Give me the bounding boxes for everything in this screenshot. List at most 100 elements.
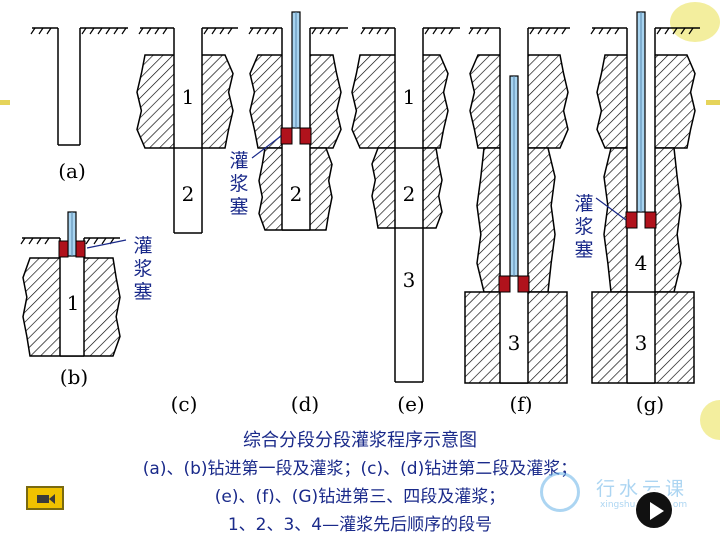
ground-e-tick <box>360 27 366 35</box>
ground-c-tick <box>227 27 233 35</box>
ground-d-tick <box>319 27 325 35</box>
seg-e-3: 3 <box>403 268 416 292</box>
seg-c-1: 1 <box>182 85 195 109</box>
ground-d-tick <box>272 27 278 35</box>
ground-a-tick <box>97 27 103 35</box>
seg-f-3: 3 <box>508 331 521 355</box>
panel-label-c: (c) <box>171 392 198 416</box>
ground-b-tick <box>85 237 91 245</box>
ground-f-tick <box>553 27 559 35</box>
ground-d-tick <box>311 27 317 35</box>
plug-label-d-char: 浆 <box>229 173 248 195</box>
ground-g-tick <box>672 27 678 35</box>
ground-d-tick <box>264 27 270 35</box>
ground-e-tick <box>368 27 374 35</box>
decor-bar-right <box>706 100 720 105</box>
plug-b-left <box>58 240 69 258</box>
ground-c-tick <box>211 27 217 35</box>
panel-label-d: (d) <box>291 392 319 416</box>
ground-f-tick <box>537 27 543 35</box>
panel-label-b: (b) <box>60 365 88 389</box>
diagram-title: 综合分段分段灌浆程序示意图 <box>243 430 477 451</box>
hole-a-fill <box>58 28 80 145</box>
plug-g-left <box>625 211 638 229</box>
ground-a-tick <box>30 27 36 35</box>
watermark-logo-icon <box>540 472 580 512</box>
plug-label-b-char: 灌 <box>133 235 152 257</box>
ground-e-tick <box>384 27 390 35</box>
seg-g-4: 4 <box>635 251 648 275</box>
ground-f-tick <box>484 27 490 35</box>
ground-d-tick <box>335 27 341 35</box>
caption-line-3: 1、2、3、4—灌浆先后顺序的段号 <box>227 515 493 535</box>
ground-f-tick <box>545 27 551 35</box>
ground-g-tick <box>656 27 662 35</box>
decor-circle-top <box>670 2 720 42</box>
ground-a-tick <box>89 27 95 35</box>
leader-g <box>595 197 627 221</box>
ground-a-tick <box>38 27 44 35</box>
ground-a-tick <box>46 27 52 35</box>
panel-label-e: (e) <box>397 392 424 416</box>
ground-f-tick <box>529 27 535 35</box>
plug-label-g-char: 浆 <box>574 216 593 238</box>
ground-a-tick <box>121 27 127 35</box>
plug-label-g-char: 塞 <box>574 239 593 261</box>
ground-b-tick <box>93 237 99 245</box>
ground-d-tick <box>256 27 262 35</box>
ground-f-tick <box>468 27 474 35</box>
hole-c-fill <box>174 28 202 233</box>
ground-b-tick <box>101 237 107 245</box>
watermark: 行水云课 xingshuiyunke.com <box>540 470 710 520</box>
ground-c-tick <box>138 27 144 35</box>
video-icon[interactable] <box>26 486 64 510</box>
plug-label-g-char: 灌 <box>574 193 593 215</box>
ground-a-tick <box>113 27 119 35</box>
ground-b-tick <box>28 237 34 245</box>
ground-g-tick <box>664 27 670 35</box>
plug-d-right <box>299 127 312 145</box>
plug-d-left <box>280 127 293 145</box>
seg-g-3: 3 <box>635 331 648 355</box>
camera-body <box>37 495 49 503</box>
hole-e-fill <box>395 28 423 382</box>
ground-d-tick <box>248 27 254 35</box>
hole-b-fill <box>60 238 84 356</box>
plug-label-b-char: 浆 <box>133 258 152 280</box>
plug-f-right <box>517 275 530 293</box>
ground-e-tick <box>448 27 454 35</box>
ground-e-tick <box>432 27 438 35</box>
ground-c-tick <box>219 27 225 35</box>
play-triangle <box>650 502 664 520</box>
ground-g-tick <box>590 27 596 35</box>
ground-b-tick <box>44 237 50 245</box>
plug-f-left <box>498 275 511 293</box>
panel-label-a: (a) <box>58 159 86 183</box>
ground-g-tick <box>606 27 612 35</box>
panel-label-f: (f) <box>509 392 532 416</box>
ground-a-tick <box>81 27 87 35</box>
play-icon[interactable] <box>634 490 674 530</box>
ground-a-tick <box>105 27 111 35</box>
ground-f-tick <box>476 27 482 35</box>
seg-e-2: 2 <box>403 182 416 206</box>
ground-c-tick <box>154 27 160 35</box>
ground-f-tick <box>561 27 567 35</box>
ground-c-tick <box>162 27 168 35</box>
ground-g-tick <box>680 27 686 35</box>
ground-d-tick <box>327 27 333 35</box>
caption-line-1: (a)、(b)钻进第一段及灌浆；(c)、(d)钻进第二段及灌浆； <box>142 459 578 479</box>
ground-e-tick <box>424 27 430 35</box>
ground-b-tick <box>20 237 26 245</box>
caption-line-2: (e)、(f)、(G)钻进第三、四段及灌浆； <box>214 487 506 507</box>
ground-g-tick <box>614 27 620 35</box>
ground-e-tick <box>376 27 382 35</box>
plug-label-d-char: 塞 <box>229 196 248 218</box>
camera-lens <box>49 494 55 504</box>
ground-b-tick <box>36 237 42 245</box>
seg-d-2: 2 <box>290 182 303 206</box>
plug-b-right <box>75 240 86 258</box>
leader-b <box>86 239 127 249</box>
ground-e-tick <box>440 27 446 35</box>
